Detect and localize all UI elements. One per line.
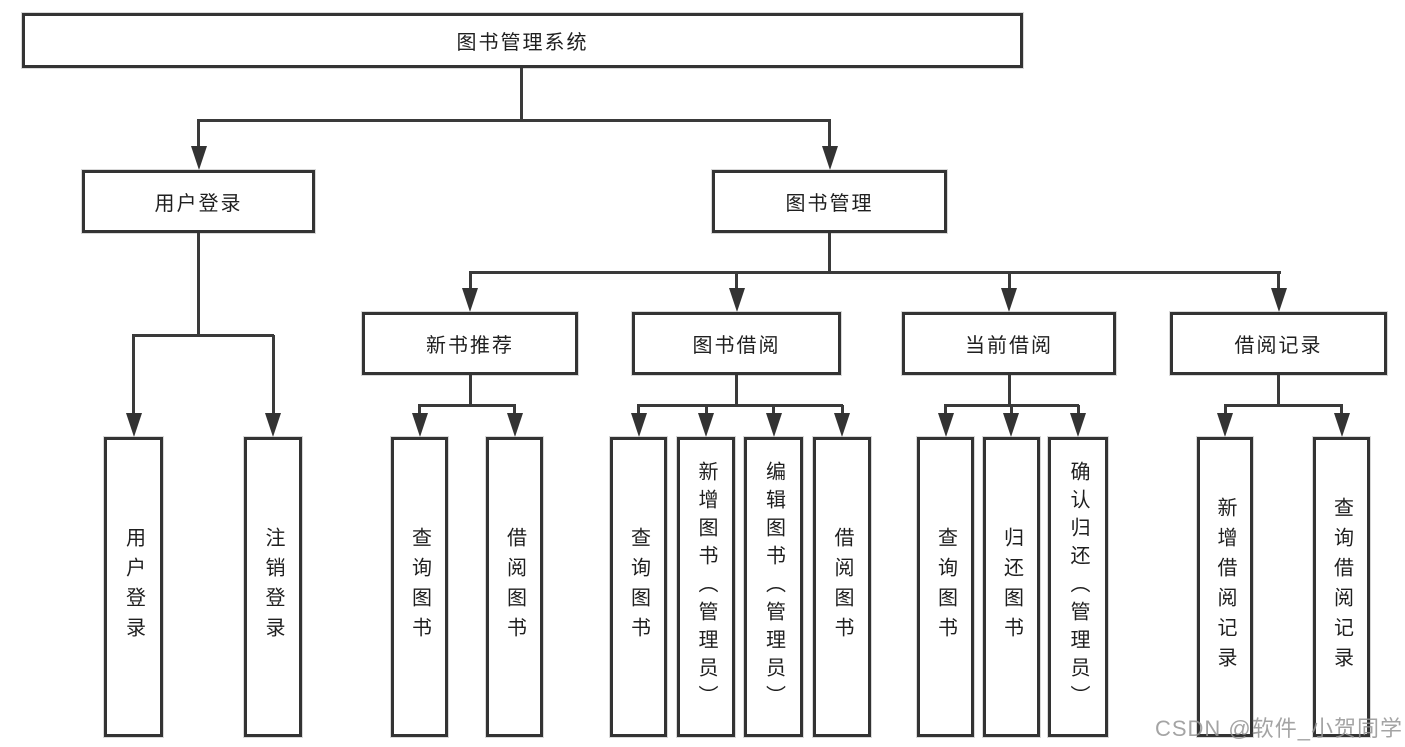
connector-l3-drop xyxy=(468,272,472,294)
arrow-down-icon xyxy=(462,288,478,312)
arrow-down-icon xyxy=(821,146,838,170)
leaf-newbook-borrow-label: 借阅图书 xyxy=(503,527,526,647)
connector-root-stem xyxy=(519,68,523,121)
connector-l3-drop xyxy=(735,272,738,294)
connector-l3-hline xyxy=(468,270,1281,274)
connector-newbook-hline xyxy=(418,403,516,407)
node-user-login-label: 用户登录 xyxy=(154,193,243,215)
node-book-borrowing-label: 图书借阅 xyxy=(692,335,781,357)
arrow-down-icon xyxy=(1333,413,1350,437)
leaf-current-return: 归还图书 xyxy=(983,437,1040,737)
connector-records-drop xyxy=(1223,405,1227,417)
arrow-down-icon xyxy=(765,413,782,437)
connector-l2-drop-right xyxy=(828,120,831,150)
arrow-down-icon xyxy=(1001,288,1017,312)
node-current-borrowing-label: 当前借阅 xyxy=(965,335,1053,357)
leaf-borrow-edit-admin-label: 编辑图书（管理员） xyxy=(762,461,785,713)
connector-records-hline xyxy=(1224,403,1343,407)
arrow-down-icon xyxy=(937,413,954,437)
connector-current-drop xyxy=(944,405,947,417)
node-user-login: 用户登录 xyxy=(82,170,315,233)
node-root-label: 图书管理系统 xyxy=(456,32,589,54)
arrow-down-icon xyxy=(125,413,142,437)
leaf-records-add: 新增借阅记录 xyxy=(1197,437,1253,737)
connector-borrow-hline xyxy=(637,403,843,407)
connector-borrow-drop xyxy=(637,405,640,417)
connector-current-drop xyxy=(1009,405,1013,417)
leaf-borrow-add-admin-label: 新增图书（管理员） xyxy=(695,461,717,713)
arrow-down-icon xyxy=(265,413,281,437)
node-borrowing-records: 借阅记录 xyxy=(1170,312,1387,375)
arrow-down-icon xyxy=(1217,413,1233,437)
node-new-book-recommend: 新书推荐 xyxy=(362,312,578,375)
leaf-logout: 注销登录 xyxy=(244,437,302,737)
arrow-down-icon xyxy=(506,413,523,437)
node-borrowing-records-label: 借阅记录 xyxy=(1234,335,1323,357)
connector-user-drop xyxy=(271,335,275,417)
connector-borrow-drop xyxy=(704,405,708,417)
leaf-current-query-label: 查询图书 xyxy=(934,527,957,647)
arrow-down-icon xyxy=(411,413,428,437)
leaf-borrow-borrow-label: 借阅图书 xyxy=(831,527,853,647)
connector-mgmt-stem xyxy=(828,233,831,274)
leaf-borrow-borrow: 借阅图书 xyxy=(813,437,871,737)
leaf-current-confirm-admin: 确认归还（管理员） xyxy=(1048,437,1108,737)
connector-borrow-stem xyxy=(735,375,738,406)
arrow-down-icon xyxy=(698,413,714,437)
connector-current-stem xyxy=(1007,375,1011,406)
leaf-logout-label: 注销登录 xyxy=(262,527,284,647)
arrow-down-icon xyxy=(1003,413,1019,437)
node-new-book-recommend-label: 新书推荐 xyxy=(426,335,514,357)
leaf-current-query: 查询图书 xyxy=(917,437,974,737)
connector-l3-drop xyxy=(1007,272,1011,294)
leaf-records-query-label: 查询借阅记录 xyxy=(1330,497,1353,677)
connector-records-drop xyxy=(1340,405,1343,417)
arrow-down-icon xyxy=(190,146,207,170)
node-book-borrowing: 图书借阅 xyxy=(632,312,841,375)
arrow-down-icon xyxy=(728,288,745,312)
arrow-down-icon xyxy=(1070,413,1086,437)
arrow-down-icon xyxy=(630,413,647,437)
connector-borrow-drop xyxy=(772,405,775,417)
leaf-borrow-query-label: 查询图书 xyxy=(627,527,650,647)
leaf-borrow-query: 查询图书 xyxy=(610,437,667,737)
node-book-management: 图书管理 xyxy=(712,170,947,233)
connector-current-drop xyxy=(1076,405,1080,417)
connector-user-hline xyxy=(132,334,274,337)
connector-records-stem xyxy=(1277,375,1280,406)
connector-user-drop xyxy=(132,335,135,417)
leaf-newbook-borrow: 借阅图书 xyxy=(486,437,543,737)
leaf-borrow-add-admin: 新增图书（管理员） xyxy=(677,437,735,737)
leaf-current-confirm-admin-label: 确认归还（管理员） xyxy=(1067,461,1089,713)
arrow-down-icon xyxy=(1270,288,1287,312)
leaf-newbook-query-label: 查询图书 xyxy=(408,527,431,647)
connector-newbook-stem xyxy=(468,375,472,406)
connector-newbook-drop xyxy=(513,405,516,417)
node-book-management-label: 图书管理 xyxy=(785,193,874,215)
leaf-user-login-label: 用户登录 xyxy=(122,527,145,647)
connector-borrow-drop xyxy=(840,405,844,417)
leaf-records-query: 查询借阅记录 xyxy=(1313,437,1370,737)
arrow-down-icon xyxy=(834,413,850,437)
leaf-user-login: 用户登录 xyxy=(104,437,163,737)
connector-newbook-drop xyxy=(418,405,421,417)
connector-user-stem xyxy=(197,233,200,337)
leaf-current-return-label: 归还图书 xyxy=(1000,527,1023,647)
leaf-borrow-edit-admin: 编辑图书（管理员） xyxy=(744,437,803,737)
leaf-newbook-query: 查询图书 xyxy=(391,437,448,737)
connector-l2-hline xyxy=(197,118,831,122)
node-current-borrowing: 当前借阅 xyxy=(902,312,1116,375)
leaf-records-add-label: 新增借阅记录 xyxy=(1214,497,1236,677)
connector-l3-drop xyxy=(1277,272,1280,294)
connector-l2-drop-left xyxy=(197,120,200,150)
node-root: 图书管理系统 xyxy=(22,13,1023,68)
